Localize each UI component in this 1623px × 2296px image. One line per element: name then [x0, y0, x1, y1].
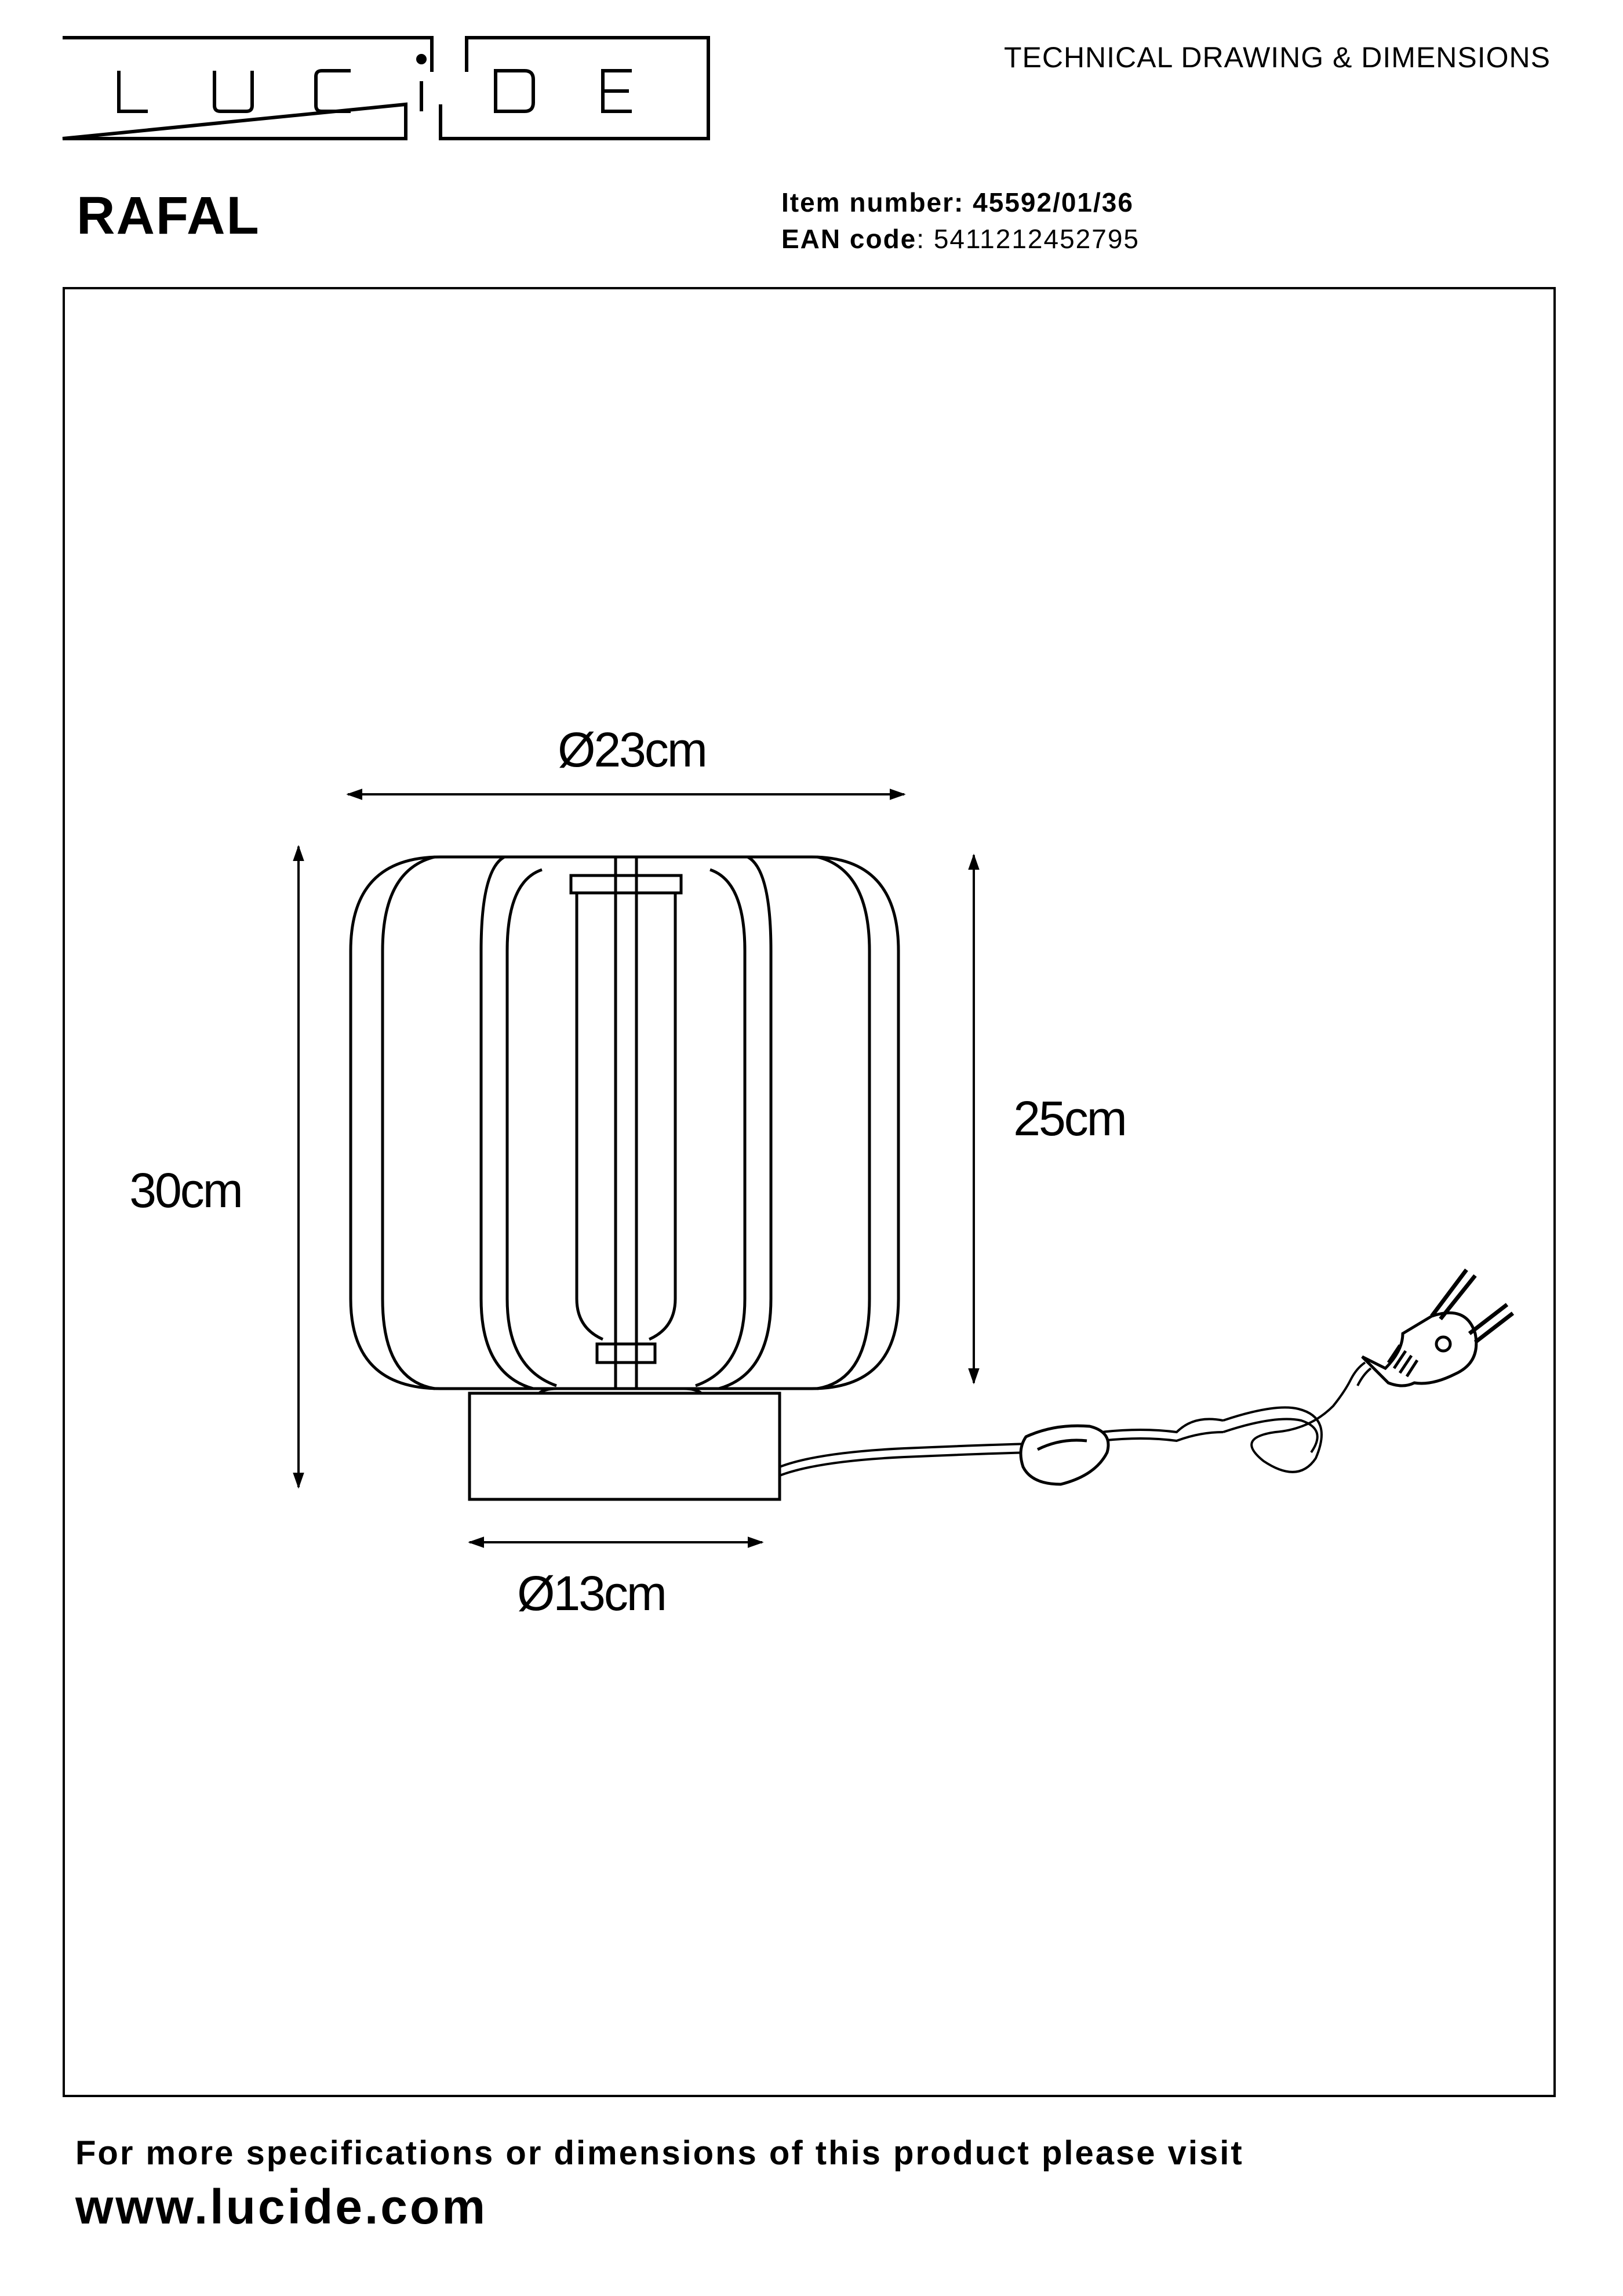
base-diameter-label: Ø13cm: [517, 1566, 665, 1621]
ean-separator: :: [916, 224, 934, 254]
ean-code-line: EAN code: 5411212452795: [781, 223, 1140, 255]
footer-url-link[interactable]: www.lucide.com: [75, 2179, 488, 2234]
item-number-value: 45592/01/36: [973, 187, 1134, 217]
total-height-label: 30cm: [129, 1163, 241, 1218]
item-number-line: Item number: 45592/01/36: [781, 187, 1134, 218]
document-type-label: TECHNICAL DRAWING & DIMENSIONS: [1003, 41, 1551, 74]
shade-diameter-label: Ø23cm: [558, 722, 706, 777]
power-cord: [779, 1361, 1372, 1477]
ean-code-value: 5411212452795: [933, 224, 1140, 254]
cord-switch: [1019, 1424, 1110, 1486]
drawing-frame: [63, 287, 1556, 2097]
item-number-label: Item number:: [781, 187, 965, 217]
lucide-logo: [62, 36, 710, 140]
lamp-shade: [349, 855, 900, 1390]
ean-code-label: EAN code: [781, 224, 917, 254]
power-plug: [1361, 1268, 1515, 1387]
lamp-base: [468, 1387, 781, 1501]
footer-text: For more specifications or dimensions of…: [75, 2134, 1244, 2172]
shade-height-label: 25cm: [1013, 1091, 1125, 1146]
product-name: RAFAL: [77, 186, 260, 245]
